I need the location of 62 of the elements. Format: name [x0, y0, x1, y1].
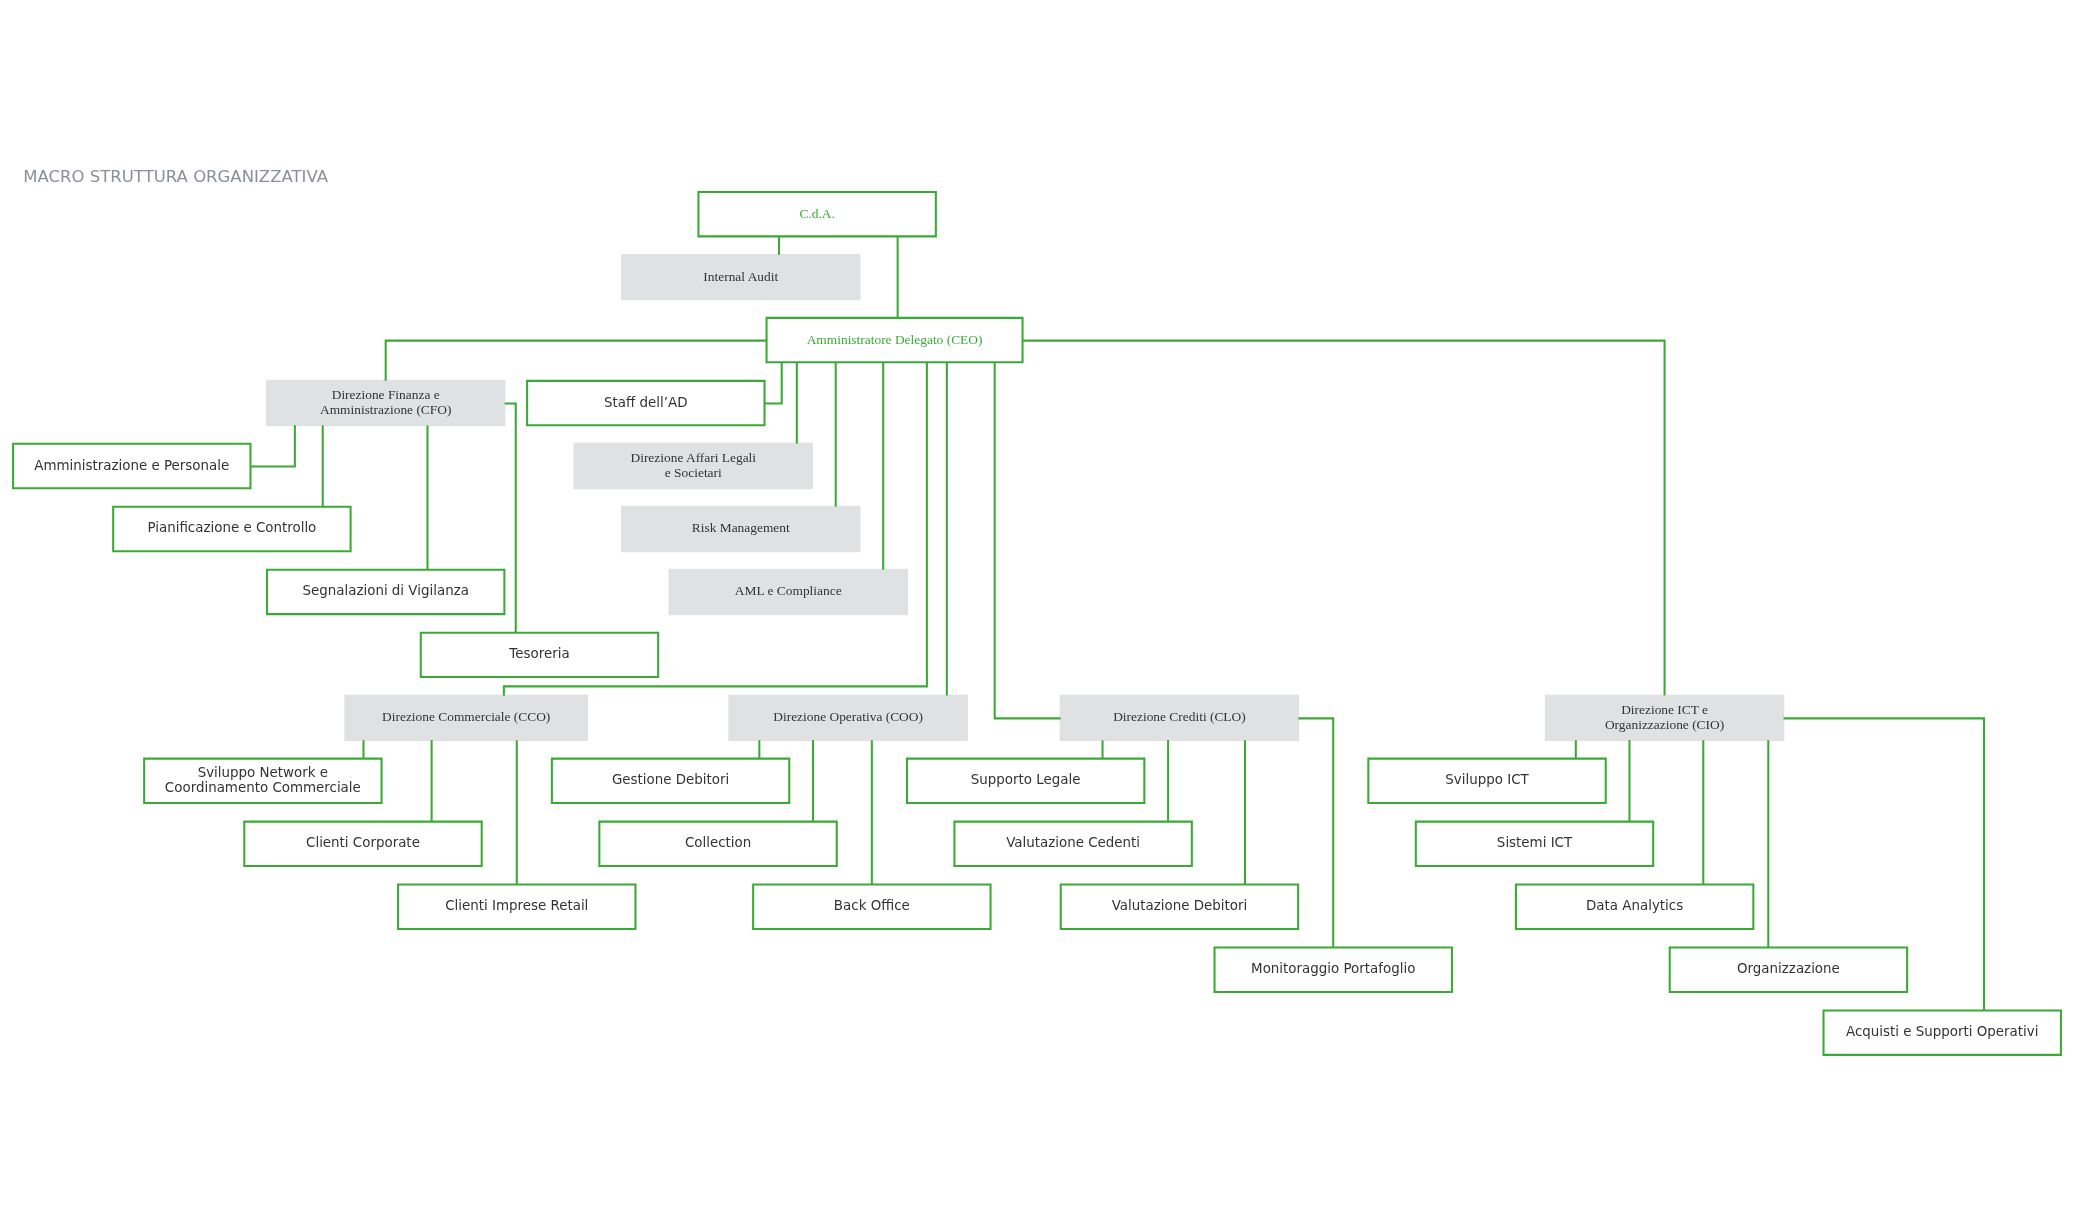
- node-box: Direzione Commerciale (CCO): [344, 694, 588, 742]
- connector: [426, 425, 429, 570]
- node-box: Segnalazioni di Vigilanza: [265, 568, 506, 616]
- node-box: Pianificazione e Controllo: [112, 505, 352, 553]
- node-box: Direzione Affari Legali e Societari: [573, 442, 813, 490]
- node-box: AML e Compliance: [668, 568, 908, 616]
- node-box: Amministrazione e Personale: [12, 442, 252, 490]
- connector: [362, 740, 365, 759]
- node-box: Sistemi ICT: [1414, 820, 1655, 867]
- node-box: Data Analytics: [1514, 883, 1755, 930]
- connector: [1167, 740, 1170, 822]
- connector: [1783, 717, 1986, 1011]
- connector: [896, 236, 899, 318]
- node-box: Collection: [598, 820, 838, 867]
- node-box: Staff dell’AD: [526, 379, 766, 427]
- connector: [430, 740, 433, 822]
- node-box: C.d.A.: [697, 190, 937, 238]
- node-box: Direzione Operativa (COO): [728, 694, 968, 742]
- node-box: Valutazione Cedenti: [953, 820, 1193, 867]
- connector: [384, 339, 767, 381]
- connector: [1702, 740, 1705, 885]
- connector: [834, 362, 837, 507]
- connector: [795, 362, 798, 444]
- node-box: Amministratore Delegato (CEO): [765, 316, 1024, 364]
- node-box: Direzione Crediti (CLO): [1059, 694, 1300, 742]
- diagram-title: MACRO STRUTTURA ORGANIZZATIVA: [23, 167, 328, 187]
- connector: [321, 425, 324, 507]
- connector: [758, 740, 761, 759]
- node-box: Internal Audit: [621, 253, 861, 301]
- node-box: Supporto Legale: [905, 757, 1146, 805]
- node-box: Back Office: [752, 883, 992, 930]
- node-box: Valutazione Debitori: [1059, 883, 1300, 930]
- connector: [515, 740, 518, 885]
- node-box: Sviluppo Network e Coordinamento Commerciale: [143, 757, 383, 805]
- connector: [764, 362, 783, 405]
- connector: [1574, 740, 1577, 759]
- node-box: Tesoreria: [419, 631, 660, 679]
- connector: [1243, 740, 1246, 885]
- node-box: Gestione Debitori: [550, 757, 791, 805]
- connector: [1022, 339, 1666, 696]
- connector: [945, 362, 948, 696]
- connector: [1628, 740, 1631, 822]
- connector: [870, 740, 873, 885]
- node-box: Monitoraggio Portafoglio: [1213, 946, 1453, 993]
- node-box: Direzione Finanza e Amministrazione (CFO): [265, 379, 506, 427]
- connector: [502, 362, 928, 696]
- connector: [812, 740, 815, 822]
- node-box: Clienti Corporate: [243, 820, 483, 867]
- node-box: Clienti Imprese Retail: [397, 883, 637, 930]
- connector: [250, 425, 296, 468]
- connector: [1767, 740, 1770, 948]
- connector: [882, 362, 885, 570]
- connector: [993, 362, 1061, 720]
- node-box: Risk Management: [621, 505, 861, 553]
- connector: [1298, 717, 1335, 948]
- node-box: Organizzazione: [1668, 946, 1909, 993]
- node-box: Acquisti e Supporti Operativi: [1822, 1009, 2062, 1056]
- connector: [777, 236, 780, 255]
- node-box: Direzione ICT e Organizzazione (CIO): [1544, 694, 1785, 742]
- connector: [1101, 740, 1104, 759]
- connector: [504, 402, 517, 633]
- node-box: Sviluppo ICT: [1367, 757, 1607, 805]
